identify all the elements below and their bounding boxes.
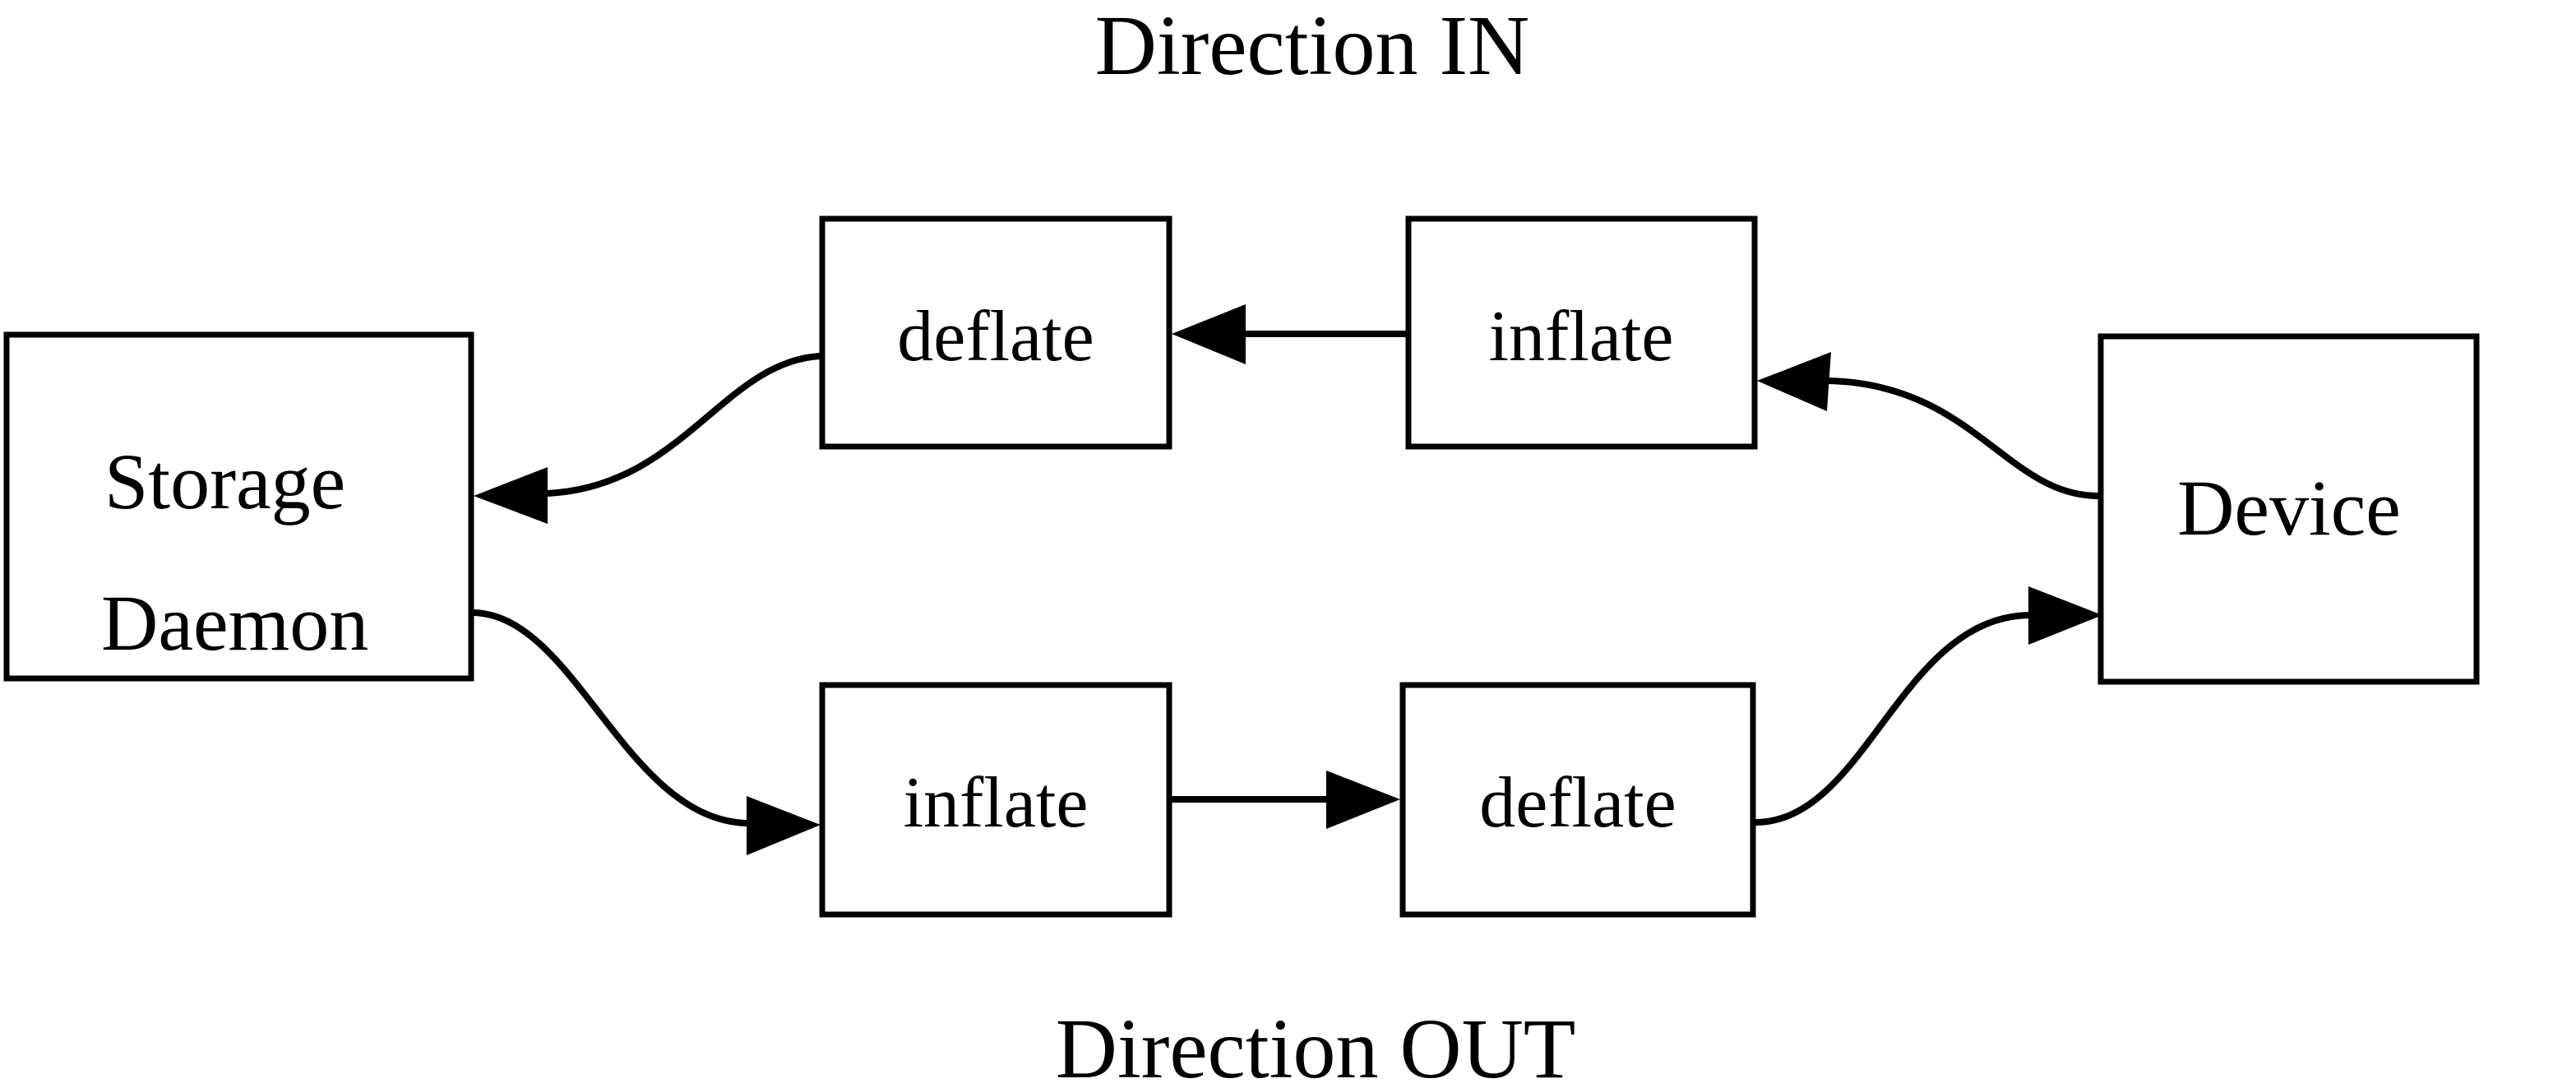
edge-device-to-inflate-in-arrowhead — [1757, 352, 1831, 411]
node-inflate-out-label: inflate — [904, 763, 1089, 843]
node-storage-daemon-label-line1: Storage — [104, 438, 345, 525]
node-deflate-out-label: deflate — [1479, 763, 1676, 843]
edge-deflate-out-to-device-arrowhead — [2028, 586, 2102, 645]
node-storage-daemon-box[interactable] — [3, 331, 474, 682]
node-deflate-in-box[interactable] — [819, 215, 1172, 450]
edge-inflate-in-to-deflate-in-arrowhead — [1172, 304, 1246, 364]
node-deflate-out[interactable]: deflate — [1399, 682, 1756, 918]
node-inflate-in-label: inflate — [1489, 297, 1674, 377]
edge-deflate-out-to-device-line — [1755, 612, 2029, 826]
edge-deflate-out-to-device — [1755, 586, 2102, 826]
node-device[interactable]: Device — [2097, 333, 2480, 685]
edge-storage-daemon-to-inflate-out-line — [473, 609, 747, 826]
edge-device-to-inflate-in — [1757, 352, 2099, 499]
node-deflate-in-label: deflate — [897, 297, 1094, 377]
node-deflate-in[interactable]: deflate — [819, 215, 1172, 450]
node-storage-daemon[interactable]: Storage Daemon — [3, 331, 474, 682]
edge-deflate-in-to-storage-daemon — [474, 353, 821, 524]
node-inflate-out[interactable]: inflate — [819, 682, 1172, 918]
edge-storage-daemon-to-inflate-out-arrowhead — [747, 796, 821, 855]
edge-storage-daemon-to-inflate-out — [473, 609, 821, 855]
caption-direction-in: Direction IN — [1095, 0, 1529, 93]
edge-inflate-out-to-deflate-out-arrowhead — [1326, 771, 1400, 829]
caption-direction-out: Direction OUT — [1056, 1002, 1575, 1088]
node-inflate-in[interactable]: inflate — [1405, 215, 1758, 450]
edge-device-to-inflate-in-line — [1826, 377, 2099, 499]
node-device-label: Device — [2177, 464, 2401, 552]
edge-inflate-out-to-deflate-out — [1172, 771, 1400, 829]
node-deflate-out-box[interactable] — [1399, 682, 1756, 918]
node-inflate-out-box[interactable] — [819, 682, 1172, 918]
edge-inflate-in-to-deflate-in — [1172, 304, 1406, 364]
node-inflate-in-box[interactable] — [1405, 215, 1758, 450]
node-device-box[interactable] — [2097, 333, 2480, 685]
node-storage-daemon-label-line2: Daemon — [101, 579, 368, 667]
edge-deflate-in-to-storage-daemon-arrowhead — [474, 467, 548, 524]
edge-deflate-in-to-storage-daemon-line — [547, 353, 821, 497]
